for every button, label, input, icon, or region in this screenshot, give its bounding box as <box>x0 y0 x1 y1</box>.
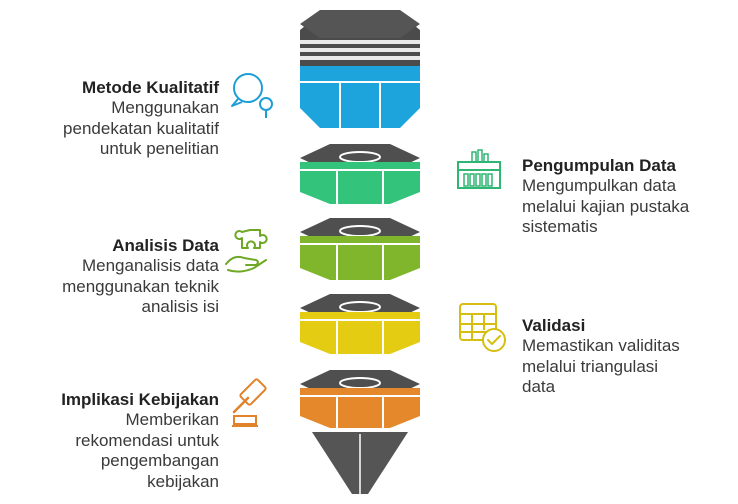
stage-nut-implikasi <box>300 370 420 504</box>
stage-text-implikasi: Implikasi Kebijakan Memberikan rekomenda… <box>61 390 219 492</box>
search-icon <box>231 73 273 118</box>
stage-description-line: melalui triangulasi <box>522 356 659 376</box>
stage-text-validasi: Validasi Memastikan validitas melalui tr… <box>522 316 680 398</box>
nut-green-body <box>300 162 420 204</box>
table-check-icon <box>459 303 506 352</box>
stage-description-line: sistematis <box>522 217 598 237</box>
stage-description-line: menggunakan teknik <box>62 276 219 296</box>
stage-description-line: Menganalisis data <box>81 256 219 276</box>
stage-description-line: data <box>522 377 556 397</box>
stage-title: Pengumpulan Data <box>522 156 676 175</box>
stage-description-line: kebijakan <box>147 471 219 491</box>
stage-nut-analisis <box>300 218 420 280</box>
stage-description-line: untuk penelitian <box>99 139 219 159</box>
stage-nut-pengumpulan <box>300 144 420 204</box>
library-icon <box>457 149 501 189</box>
stage-text-metode: Metode Kualitatif Menggunakan pendekatan… <box>63 78 219 160</box>
stage-description-line: pengembangan <box>100 451 219 471</box>
stage-description-line: analisis isi <box>141 297 219 317</box>
stage-cap-metode <box>300 10 420 128</box>
stage-title: Analisis Data <box>112 236 219 255</box>
gavel-icon <box>232 378 267 427</box>
nut-orange-body <box>300 388 420 428</box>
stage-title: Implikasi Kebijakan <box>61 390 219 409</box>
stage-title: Validasi <box>522 316 586 335</box>
cap-blue-body <box>300 66 420 128</box>
stage-description-line: Memastikan validitas <box>522 336 680 356</box>
stage-title: Metode Kualitatif <box>82 78 219 97</box>
stage-text-analisis: Analisis Data Menganalisis data mengguna… <box>62 236 219 318</box>
puzzle-hand-icon <box>225 229 268 273</box>
stage-nut-validasi <box>300 294 420 354</box>
stage-description-line: Mengumpulkan data <box>522 176 677 196</box>
nut-lime-body <box>300 236 420 280</box>
stage-text-pengumpulan: Pengumpulan Data Mengumpulkan data melal… <box>522 156 689 238</box>
nut-yellow-body <box>300 312 420 354</box>
stage-description-line: melalui kajian pustaka <box>522 196 690 216</box>
stage-description-line: Menggunakan <box>111 98 219 118</box>
stage-description-line: Memberikan <box>125 410 219 430</box>
stage-description-line: rekomendasi untuk <box>75 430 219 450</box>
stage-description-line: pendekatan kualitatif <box>63 118 219 138</box>
